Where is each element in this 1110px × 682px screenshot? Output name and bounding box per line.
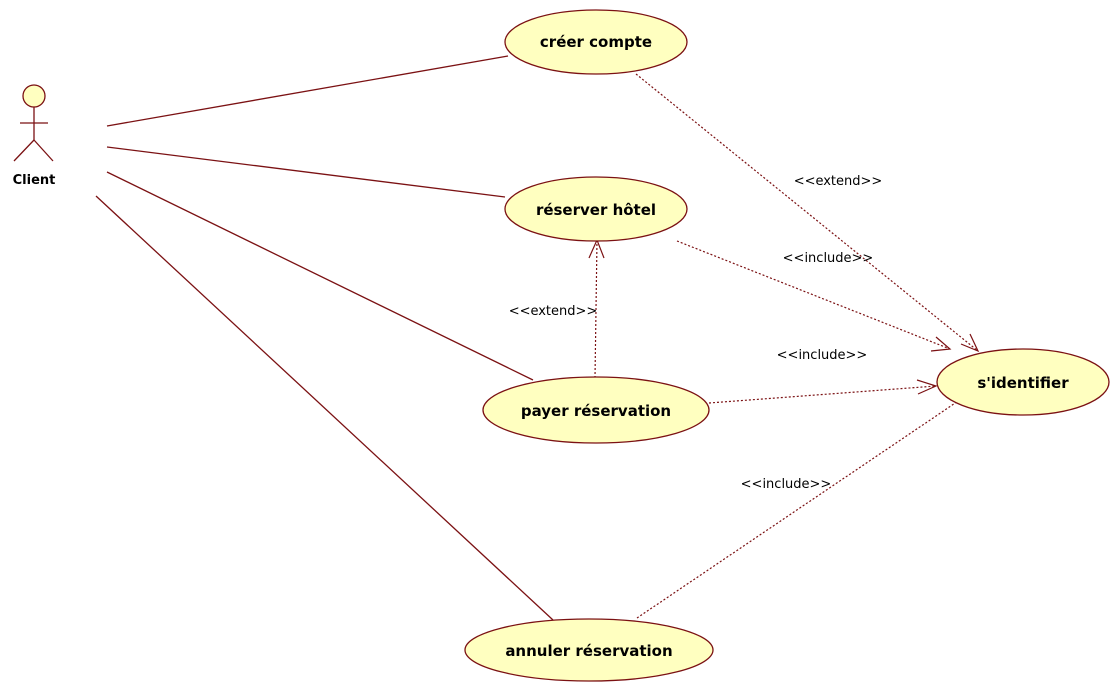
dependency-include-annuler-reservation [636,388,977,619]
stereotype-include-annuler-reservation: <<include>> [741,477,832,492]
dependency-extend-creer-compte [635,73,979,352]
use-case-label-annuler-reservation: annuler réservation [505,642,672,660]
stereotype-extend-payer-reservation: <<extend>> [509,304,598,319]
use-case-label-reserver-hotel: réserver hôtel [536,201,656,219]
dependency-extend-payer-reservation [594,239,598,379]
use-case-payer-reservation: payer réservation [482,376,710,444]
use-case-creer-compte: créer compte [504,9,688,75]
arrowhead-extend-creer-compte [960,333,980,353]
stereotype-extend-creer-compte: <<extend>> [794,174,883,189]
association-payer-reservation [106,171,534,381]
dependency-include-reserver-hotel [676,240,951,350]
arrowhead-include-reserver-hotel [930,336,952,352]
arrowhead-include-payer-reservation [916,379,938,395]
actor-label: Client [13,173,56,188]
dependency-include-payer-reservation [708,385,937,404]
use-case-sidentifier: s'identifier [936,348,1110,416]
use-case-annuler-reservation: annuler réservation [464,618,714,682]
association-creer-compte [106,55,509,127]
actor-icon [13,84,54,162]
associations [95,55,554,621]
use-case-label-creer-compte: créer compte [540,33,652,51]
association-annuler-reservation [95,195,554,621]
actor-client: Client [13,84,56,188]
association-reserver-hotel [106,146,506,198]
dependencies [588,73,980,619]
stereotype-labels: <<extend>> <<include>> <<extend>> <<incl… [509,174,883,492]
stereotype-include-reserver-hotel: <<include>> [783,251,874,266]
use-case-label-sidentifier: s'identifier [977,374,1069,392]
stereotype-include-payer-reservation: <<include>> [777,348,868,363]
use-case-label-payer-reservation: payer réservation [521,402,671,420]
use-case-reserver-hotel: réserver hôtel [504,176,688,242]
